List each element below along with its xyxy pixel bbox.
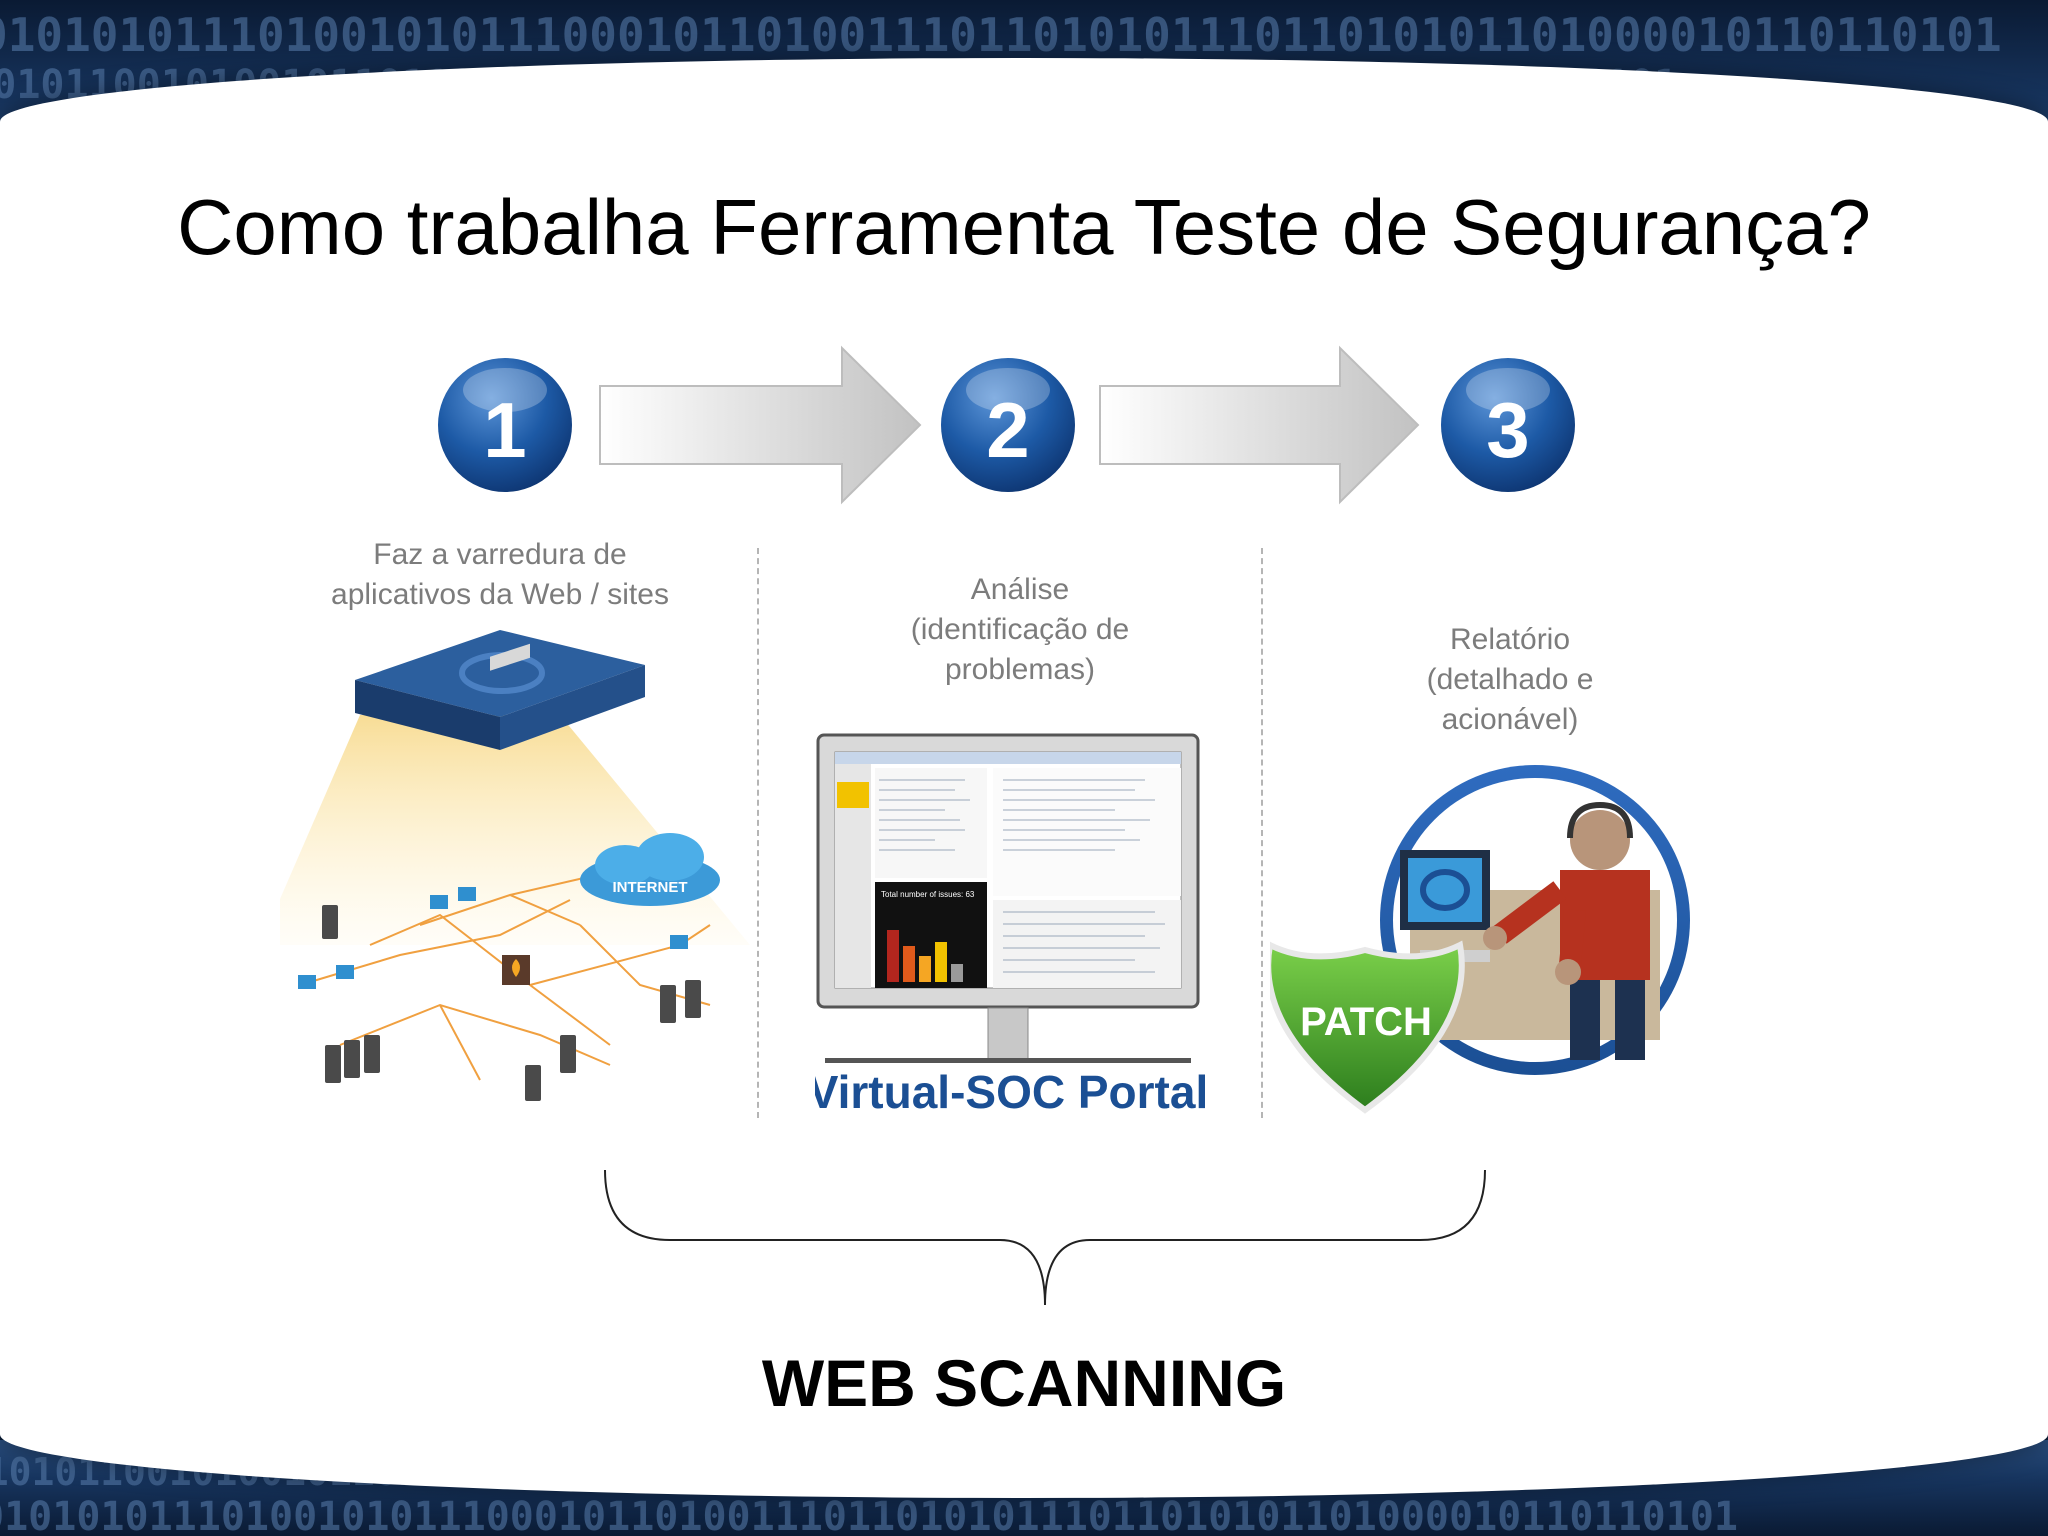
step-2-label-line2: (identificação de <box>910 613 1130 646</box>
step-3-number: 3 <box>1486 386 1530 474</box>
internet-label: INTERNET <box>613 879 688 896</box>
divider-2 <box>1261 548 1263 1118</box>
portal-chart-title: Total number of issues: 63 <box>881 890 975 899</box>
firewall-icon <box>502 955 530 985</box>
patch-label: PATCH <box>1300 1000 1432 1044</box>
report-illustration: PATCH <box>1270 765 1690 1114</box>
step-1-label-line1: Faz a varredura de <box>373 538 627 571</box>
step-2-label-line3: problemas) <box>944 653 1096 686</box>
step-1-label: Faz a varredura de aplicativos da Web / … <box>270 535 730 615</box>
step-1-label-line2: aplicativos da Web / sites <box>331 578 669 611</box>
web-scanning-label: WEB SCANNING <box>761 1346 1287 1420</box>
step-3-circle <box>1441 358 1575 492</box>
step-2-label-line1: Análise <box>970 573 1070 606</box>
step-2-number: 2 <box>986 386 1030 474</box>
scan-beam <box>280 715 750 945</box>
workstations-icon <box>298 887 688 989</box>
portal-screenshot-content: Total number of issues: 63 <box>835 752 1181 988</box>
portal-illustration: Total number of issues: 63 Virtual-SOC P… <box>815 733 1205 1118</box>
portal-caption: Virtual-SOC Portal <box>815 1066 1205 1118</box>
scanner-appliance-icon <box>355 630 645 750</box>
patch-shield-icon <box>1270 940 1465 1114</box>
step-1-circle <box>438 358 572 492</box>
curly-brace <box>604 1169 1486 1306</box>
arrow-2-icon <box>1099 345 1420 505</box>
computer-monitor-icon <box>1400 850 1490 962</box>
step-2-circle <box>941 358 1075 492</box>
arrow-1-icon <box>599 345 922 505</box>
analyst-person-icon <box>1483 801 1650 1060</box>
step-3-label-line3: acionável) <box>1441 703 1579 736</box>
step-3-label-line2: (detalhado e <box>1426 663 1594 696</box>
slide-title: Como trabalha Ferramenta Teste de Segura… <box>177 183 1871 271</box>
binary-text-top: 0101010111010010101110001011010011101101… <box>0 8 2002 62</box>
binary-text-bottom-2: 0101010111010010101110001011010011101101… <box>0 1494 1738 1536</box>
servers-icon <box>322 905 701 1101</box>
step-2-label: Análise (identificação de problemas) <box>840 570 1200 690</box>
step-3-label-line1: Relatório <box>1449 623 1571 656</box>
network-scan-illustration: INTERNET <box>280 630 750 1101</box>
process-flow <box>438 345 1575 505</box>
divider-1 <box>757 548 759 1118</box>
internet-cloud-icon <box>580 833 720 906</box>
step-1-number: 1 <box>483 386 527 474</box>
step-3-label: Relatório (detalhado e acionável) <box>1360 620 1660 740</box>
